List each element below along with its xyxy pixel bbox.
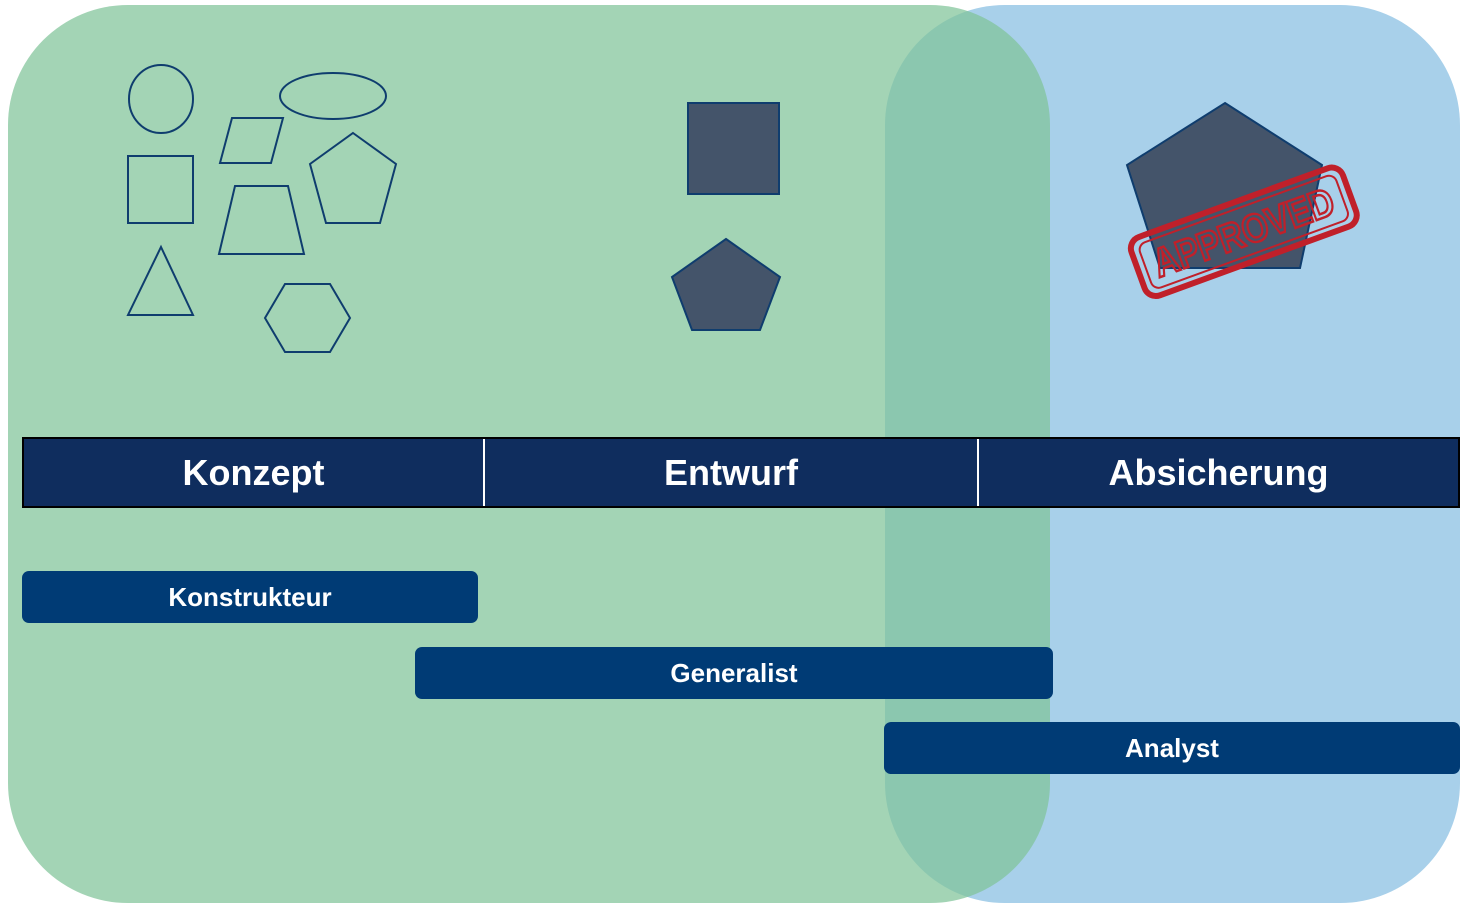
pentagon-icon [308, 131, 398, 224]
circle-icon [128, 64, 194, 134]
filled-square-icon [687, 102, 780, 195]
phase-bar: Konzept Entwurf Absicherung [22, 437, 1460, 508]
phase-absicherung: Absicherung [1108, 451, 1329, 493]
role-analyst: Analyst [884, 722, 1460, 774]
phase-entwurf: Entwurf [485, 439, 979, 506]
role-generalist: Generalist [415, 647, 1053, 699]
filled-pentagon-icon [670, 237, 782, 331]
parallelogram-icon [218, 117, 285, 164]
ellipse-icon [279, 72, 387, 120]
hexagon-icon [263, 283, 352, 353]
square-icon [127, 155, 194, 224]
trapezoid-icon [217, 185, 306, 255]
triangle-icon [126, 244, 195, 316]
role-konstrukteur: Konstrukteur [22, 571, 478, 623]
phase-konzept: Konzept [24, 439, 485, 506]
